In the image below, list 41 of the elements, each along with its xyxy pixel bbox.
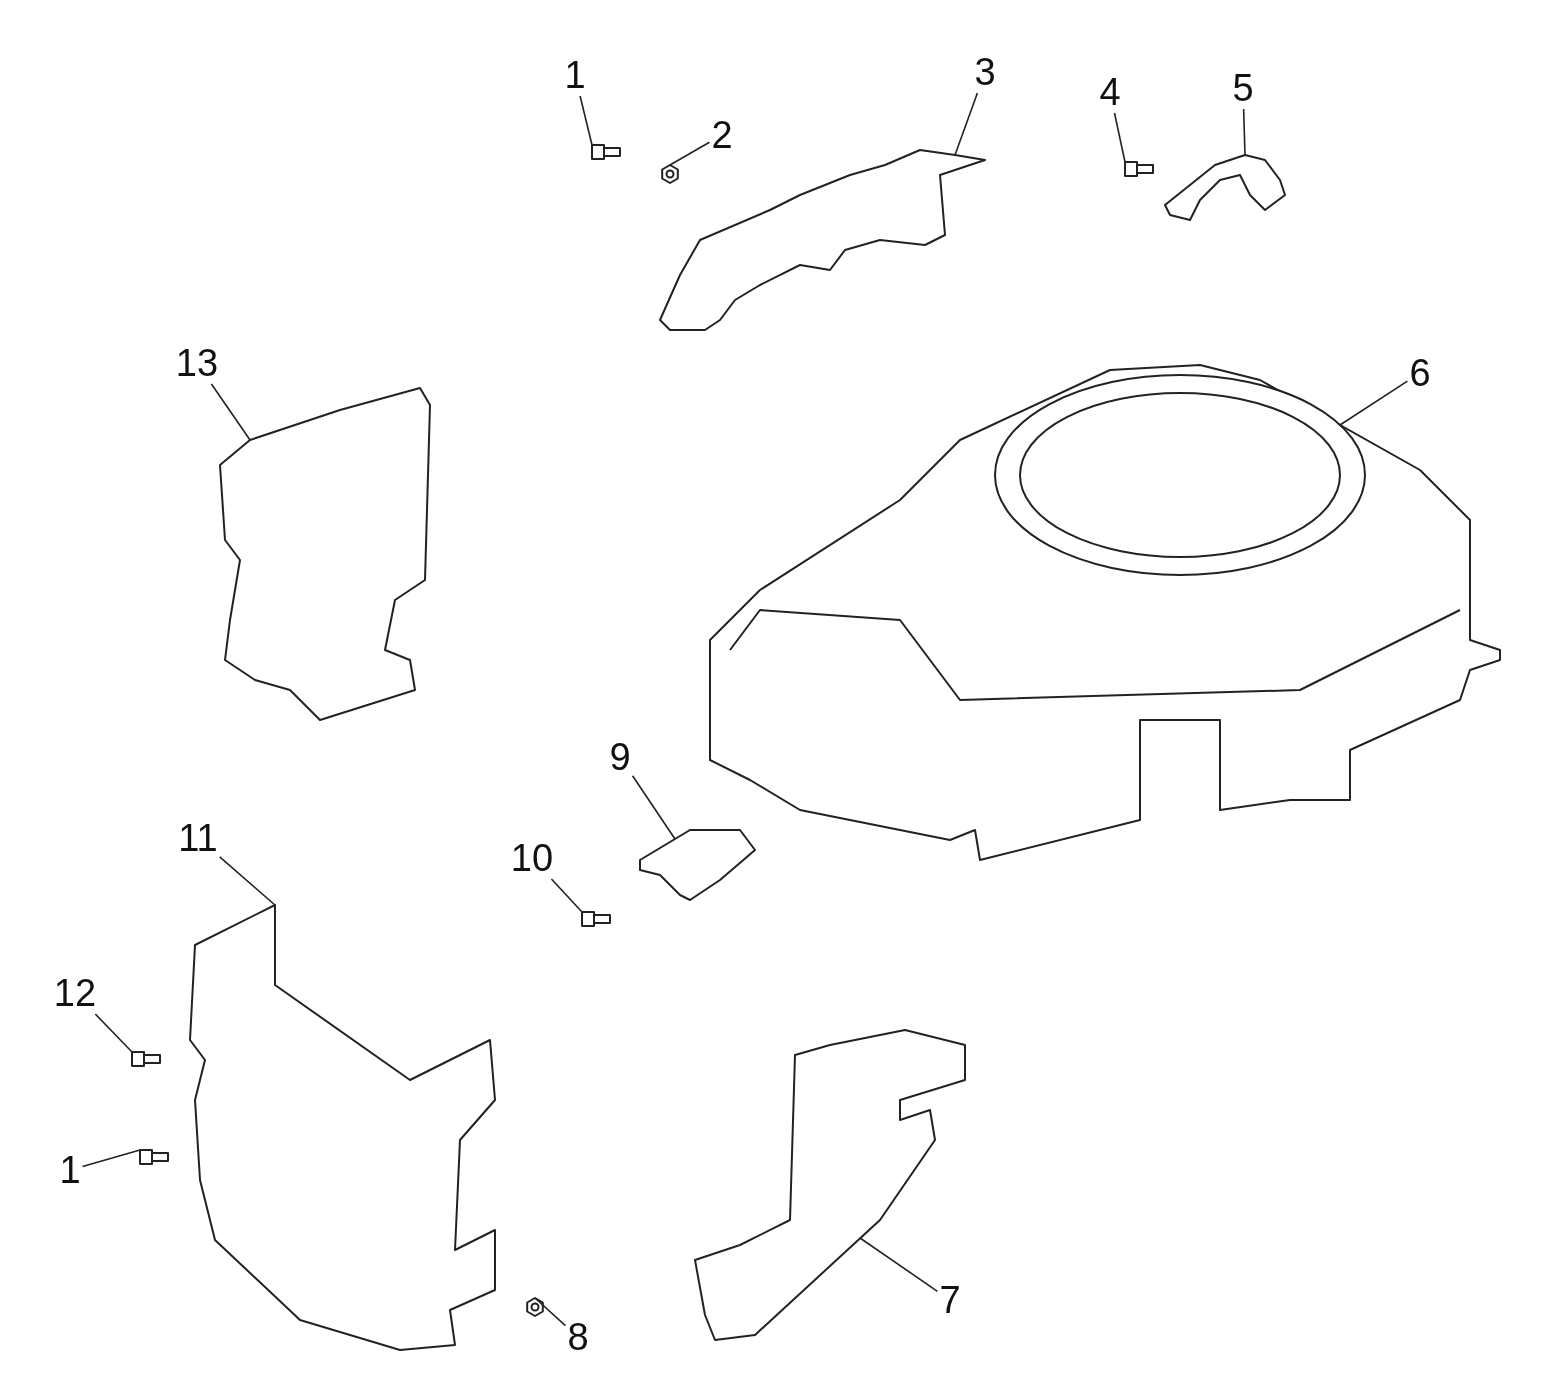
clip-drawing: [639, 829, 756, 901]
leader-line: [1339, 380, 1409, 426]
leader-line: [631, 774, 676, 840]
callout-number: 1: [59, 1151, 81, 1189]
nut-drawing: [526, 1297, 544, 1317]
leader-line: [210, 383, 251, 441]
callout-number: 7: [939, 1281, 961, 1319]
clamp-drawing: [1164, 154, 1286, 221]
leader-line: [669, 141, 711, 166]
leader-line: [1113, 112, 1126, 163]
leader-line: [94, 1013, 133, 1053]
leader-line: [579, 95, 593, 146]
leader-line: [218, 856, 276, 906]
bolt-drawing: [591, 144, 621, 160]
bolt-drawing: [139, 1149, 169, 1165]
callout-number: 10: [510, 839, 554, 877]
bolt-drawing: [131, 1051, 161, 1067]
callout-number: 11: [178, 819, 218, 857]
callout-number: 5: [1232, 69, 1254, 107]
shroud-drawing: [189, 904, 496, 1351]
leader-line: [550, 878, 583, 913]
nut-drawing: [661, 164, 679, 184]
leader-line: [1242, 108, 1246, 156]
callout-number: 12: [53, 974, 97, 1012]
baffle-drawing: [694, 1029, 966, 1341]
callout-number: 4: [1099, 73, 1121, 111]
leader-line: [859, 1237, 939, 1293]
callout-number: 1: [564, 56, 586, 94]
leader-line: [81, 1149, 141, 1168]
leader-line: [954, 92, 979, 156]
callout-number: 8: [567, 1318, 589, 1356]
bracket-drawing: [659, 149, 986, 331]
bolt-drawing: [581, 911, 611, 927]
callout-number: 13: [175, 344, 219, 382]
callout-number: 6: [1409, 354, 1431, 392]
callout-number: 9: [609, 738, 631, 776]
callout-number: 2: [711, 116, 733, 154]
callout-number: 3: [974, 53, 996, 91]
bolt-drawing: [1124, 161, 1154, 177]
leader-line: [534, 1297, 567, 1327]
shield-drawing: [219, 387, 431, 721]
